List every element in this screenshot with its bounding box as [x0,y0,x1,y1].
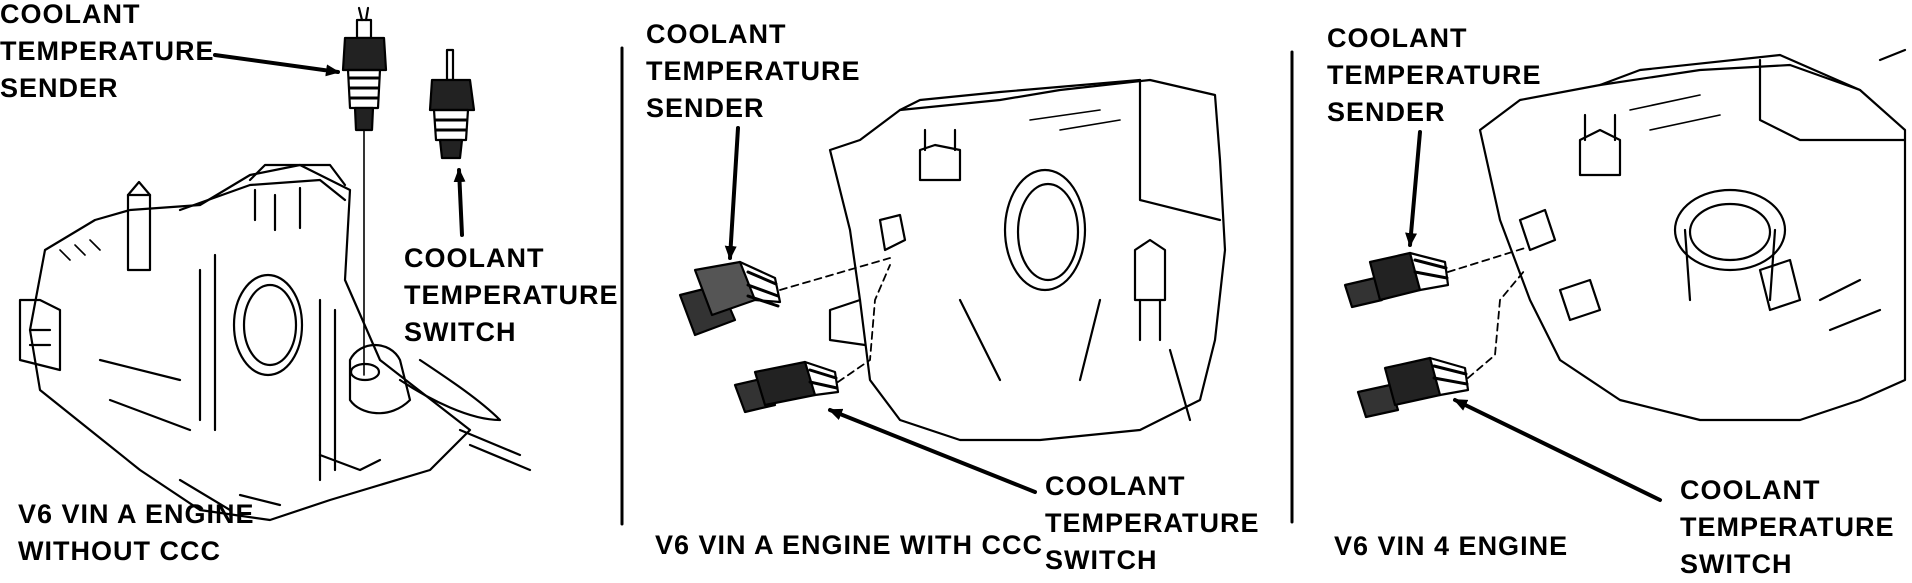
panel-1-caption: V6 VIN A ENGINE WITHOUT CCC [18,499,255,566]
panel-2-caption: V6 VIN A ENGINE WITH CCC [655,530,1044,560]
panel-2-switch-part [733,264,891,414]
panel-1-engine-drawing [18,163,532,522]
panel-2-switch-arrow [828,408,1037,494]
panel-3-caption: V6 VIN 4 ENGINE [1334,531,1569,561]
panel-3-switch-part [1356,269,1526,419]
panel-3-switch-label: COOLANT TEMPERATURE SWITCH [1680,475,1895,579]
panel-2-sender-label: COOLANT TEMPERATURE SENDER [646,19,861,123]
panel-3-engine-drawing [1478,48,1907,422]
panel-1-sender-arrow [213,53,340,77]
panel-1-switch-part [428,48,476,160]
panel-2-switch-label: COOLANT TEMPERATURE SWITCH [1045,471,1260,575]
panel-3-sender-arrow [1405,130,1422,247]
panel-1-switch-label: COOLANT TEMPERATURE SWITCH [404,243,619,347]
panel-3-switch-arrow [1453,398,1662,502]
panel-2-sender-part [678,257,891,337]
panel-2-engine-drawing [828,78,1227,442]
panel-3-sender-part [1343,247,1526,309]
panel-1-sender-label: COOLANT TEMPERATURE SENDER [0,0,215,103]
panel-3-sender-label: COOLANT TEMPERATURE SENDER [1327,23,1542,127]
panel-1-switch-arrow [453,168,466,237]
panel-1-sender-part [341,6,388,376]
panel-2-sender-arrow [724,126,740,260]
